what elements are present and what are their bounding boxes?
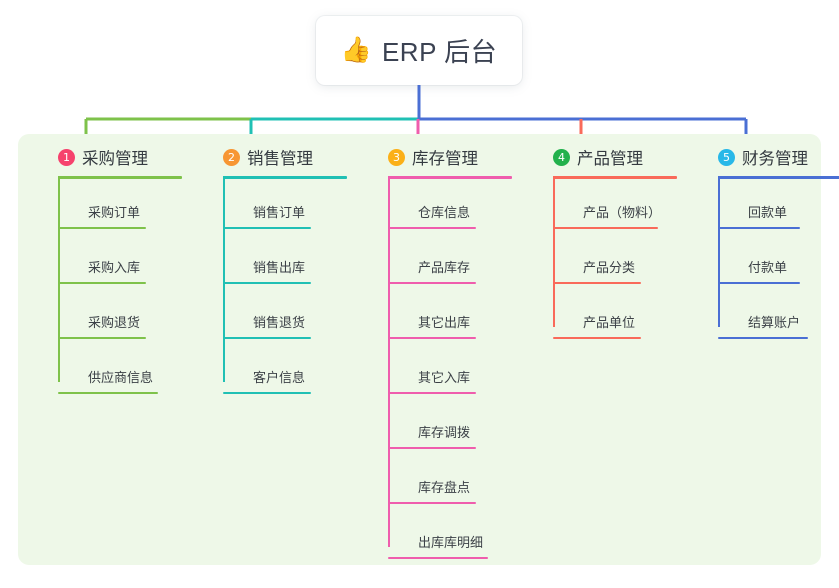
column-badge-icon-1: 1 [58,148,75,166]
list-item-label: 产品库存 [418,260,471,275]
list-item-label: 回款单 [748,205,788,220]
column-title-2: 销售管理 [247,150,313,168]
column-badge-icon-5: 5 [718,148,735,166]
column-spine-1 [58,176,60,382]
column-header-5[interactable]: 5 财务管理 [696,144,839,179]
list-item-rule [223,392,311,394]
column-title-5: 财务管理 [742,150,808,168]
list-item-rule [718,337,808,339]
list-item-label: 结算账户 [748,315,801,330]
list-item-rule [388,337,476,339]
list-item-label: 供应商信息 [88,370,154,385]
list-item-rule [553,337,641,339]
list-item-label: 库存调拨 [418,425,471,440]
page-title: ERP 后台 [381,37,498,67]
list-item-rule [718,227,800,229]
list-item-label: 销售退货 [253,315,306,330]
list-item-label: 客户信息 [253,370,306,385]
list-item-label: 采购退货 [88,315,141,330]
list-item-rule [388,557,488,559]
list-item-rule [388,447,476,449]
column-rule-1 [58,176,182,179]
list-item-rule [388,392,476,394]
column-header-1[interactable]: 1 采购管理 [36,144,182,179]
list-item-rule [58,282,146,284]
list-item-rule [58,337,146,339]
column-rule-2 [223,176,347,179]
list-item-label: 采购入库 [88,260,141,275]
column-2: 2 销售管理销售订单销售出库销售退货客户信息 [201,144,347,394]
column-1: 1 采购管理采购订单采购入库采购退货供应商信息 [36,144,182,394]
list-item-rule [553,227,658,229]
column-badge-icon-3: 3 [388,148,405,166]
column-title-1: 采购管理 [82,150,148,168]
list-item-label: 库存盘点 [418,480,471,495]
diagram-title-card: 👍 ERP 后台 [316,16,522,85]
column-header-2[interactable]: 2 销售管理 [201,144,347,179]
list-item-rule [718,282,800,284]
list-item-label: 产品单位 [583,315,636,330]
list-item-label: 仓库信息 [418,205,471,220]
column-badge-icon-4: 4 [553,148,570,166]
thumbs-up-icon: 👍 [340,36,372,64]
list-item-rule [223,282,311,284]
list-item-label: 其它入库 [418,370,471,385]
list-item-rule [388,502,476,504]
column-spine-5 [718,176,720,327]
list-item-label: 产品（物料） [583,205,662,220]
list-item-rule [388,282,476,284]
list-item-label: 出库库明细 [418,535,484,550]
list-item-rule [388,227,476,229]
diagram-panel [18,134,821,565]
list-item-rule [553,282,641,284]
column-5: 5 财务管理回款单付款单结算账户 [696,144,839,339]
column-spine-2 [223,176,225,382]
column-3: 3 库存管理仓库信息产品库存其它出库其它入库库存调拨库存盘点出库库明细 [366,144,512,559]
column-spine-3 [388,176,390,547]
column-header-3[interactable]: 3 库存管理 [366,144,512,179]
list-item-rule [223,227,311,229]
column-rule-5 [718,176,839,179]
column-spine-4 [553,176,555,327]
list-item-label: 销售出库 [253,260,306,275]
column-badge-icon-2: 2 [223,148,240,166]
diagram-title-inner: 👍 ERP 后台 [341,32,497,69]
column-header-4[interactable]: 4 产品管理 [531,144,677,179]
column-title-4: 产品管理 [577,150,643,168]
column-rule-3 [388,176,512,179]
column-title-3: 库存管理 [412,150,478,168]
list-item-label: 其它出库 [418,315,471,330]
list-item-rule [58,392,158,394]
list-item-label: 付款单 [748,260,788,275]
list-item-rule [223,337,311,339]
column-rule-4 [553,176,677,179]
list-item-label: 产品分类 [583,260,636,275]
list-item-rule [58,227,146,229]
column-4: 4 产品管理产品（物料） 产品分类产品单位 [531,144,677,339]
list-item-label: 采购订单 [88,205,141,220]
list-item-label: 销售订单 [253,205,306,220]
